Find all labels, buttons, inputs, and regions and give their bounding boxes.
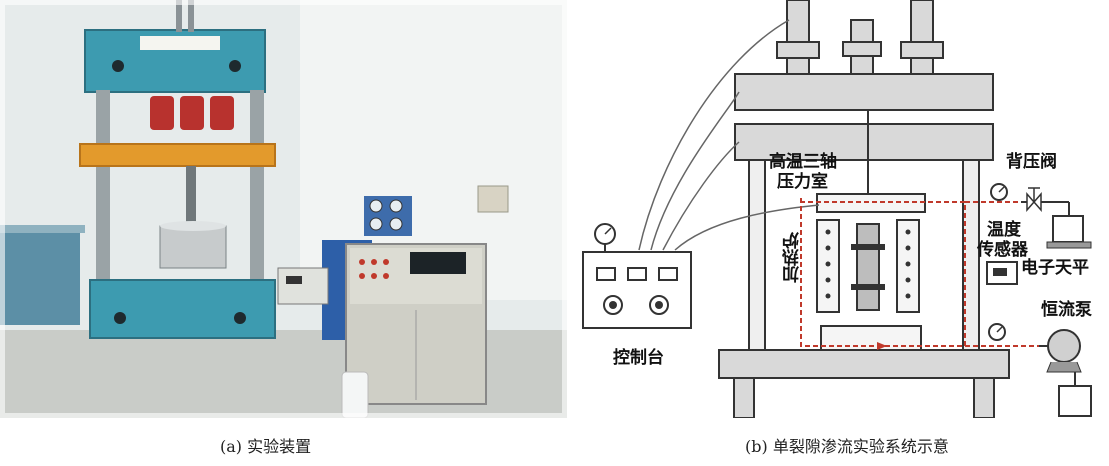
schematic-drawing — [582, 0, 1092, 418]
label-electronic-balance: 电子天平 — [1021, 258, 1089, 278]
caption-apparatus: (a) 实验装置 — [220, 437, 312, 456]
apparatus-photo-drawing — [0, 0, 567, 418]
label-console: 控制台 — [613, 348, 664, 368]
apparatus-photo — [0, 0, 567, 418]
label-furnace: 加热炉 — [783, 232, 803, 283]
label-temperature-line1: 温度 — [987, 220, 1021, 240]
caption-schematic: (b) 单裂隙渗流实验系统示意 — [745, 437, 949, 456]
seepage-system-schematic: 高温三轴 压力室 背压阀 温度 传感器 电子天平 加热炉 恒流泵 控制台 — [569, 0, 1109, 418]
label-chamber-line2: 压力室 — [777, 172, 828, 192]
label-temperature-line2: 传感器 — [977, 240, 1028, 260]
label-constant-flow-pump: 恒流泵 — [1041, 300, 1092, 320]
label-chamber-line1: 高温三轴 — [769, 152, 837, 172]
label-back-pressure-valve: 背压阀 — [1006, 152, 1057, 172]
